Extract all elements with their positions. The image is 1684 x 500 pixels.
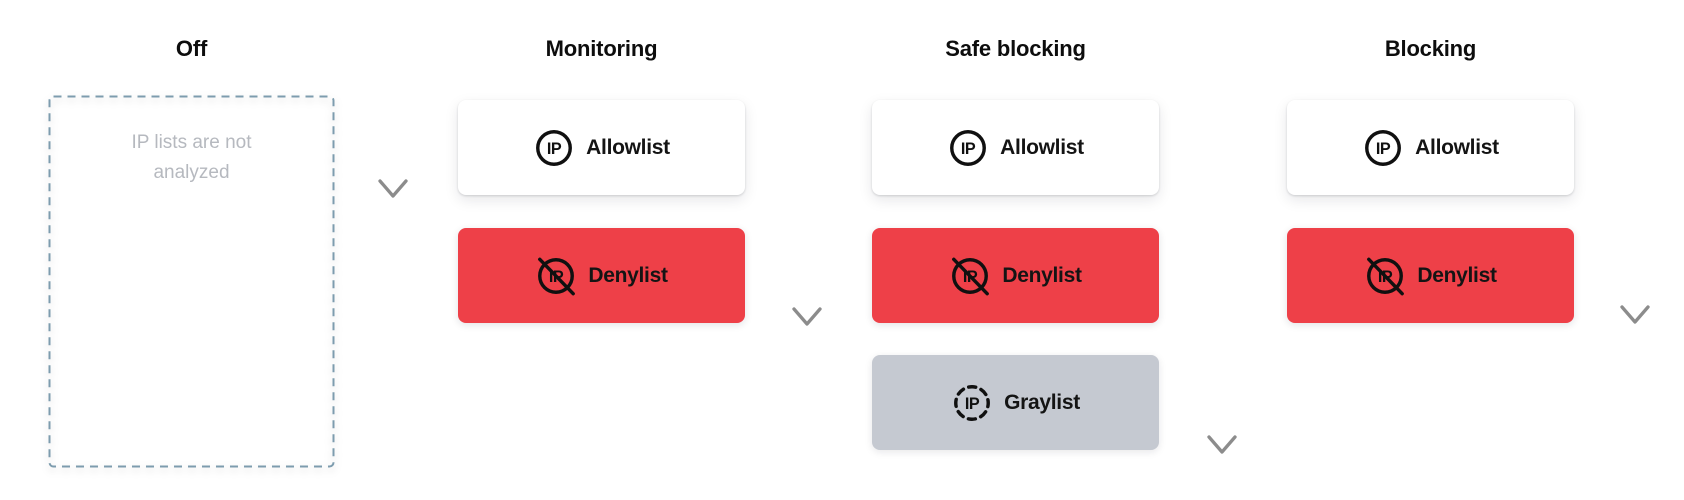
flow-arrow-after-monitoring — [792, 94, 822, 326]
mode-title-monitoring: Monitoring — [545, 36, 658, 61]
svg-text:IP: IP — [965, 395, 980, 413]
allowlist-card: IP Allowlist — [458, 100, 745, 195]
ip-circle-icon: IP — [950, 129, 987, 166]
denylist-card: IP Denylist — [458, 228, 745, 323]
ip-banned-icon: IP — [952, 257, 990, 295]
allowlist-card: IP Allowlist — [872, 100, 1159, 195]
dashed-border — [48, 95, 335, 468]
mode-title-blocking: Blocking — [1384, 36, 1477, 61]
svg-text:IP: IP — [1376, 140, 1391, 158]
graylist-label: Graylist — [1004, 390, 1080, 414]
off-placeholder-box: IP lists are not analyzed — [48, 95, 335, 468]
ip-banned-icon: IP — [538, 257, 576, 295]
allowlist-label: Allowlist — [1415, 135, 1499, 159]
ip-banned-icon: IP — [1367, 257, 1405, 295]
svg-text:IP: IP — [961, 140, 976, 158]
denylist-label: Denylist — [1002, 263, 1082, 287]
denylist-card: IP Denylist — [872, 228, 1159, 323]
denylist-label: Denylist — [1417, 263, 1497, 287]
ip-circle-icon: IP — [1365, 129, 1402, 166]
flow-arrow-after-blocking — [1620, 93, 1650, 324]
ip-circle-icon: IP — [536, 129, 573, 166]
flow-arrow-after-safe-blocking — [1207, 94, 1237, 454]
allowlist-label: Allowlist — [1000, 135, 1084, 159]
off-note-text: IP lists are not analyzed — [131, 132, 252, 183]
allowlist-card: IP Allowlist — [1287, 100, 1574, 195]
mode-title-off: Off — [175, 36, 208, 61]
ip-dashed-icon: IP — [954, 384, 991, 421]
denylist-card: IP Denylist — [1287, 228, 1574, 323]
allowlist-label: Allowlist — [586, 135, 670, 159]
denylist-label: Denylist — [588, 263, 668, 287]
graylist-card: IP Graylist — [872, 355, 1159, 450]
flow-arrow-after-off — [378, 94, 408, 198]
svg-text:IP: IP — [547, 140, 562, 158]
mode-title-safe-blocking: Safe blocking — [945, 36, 1086, 61]
